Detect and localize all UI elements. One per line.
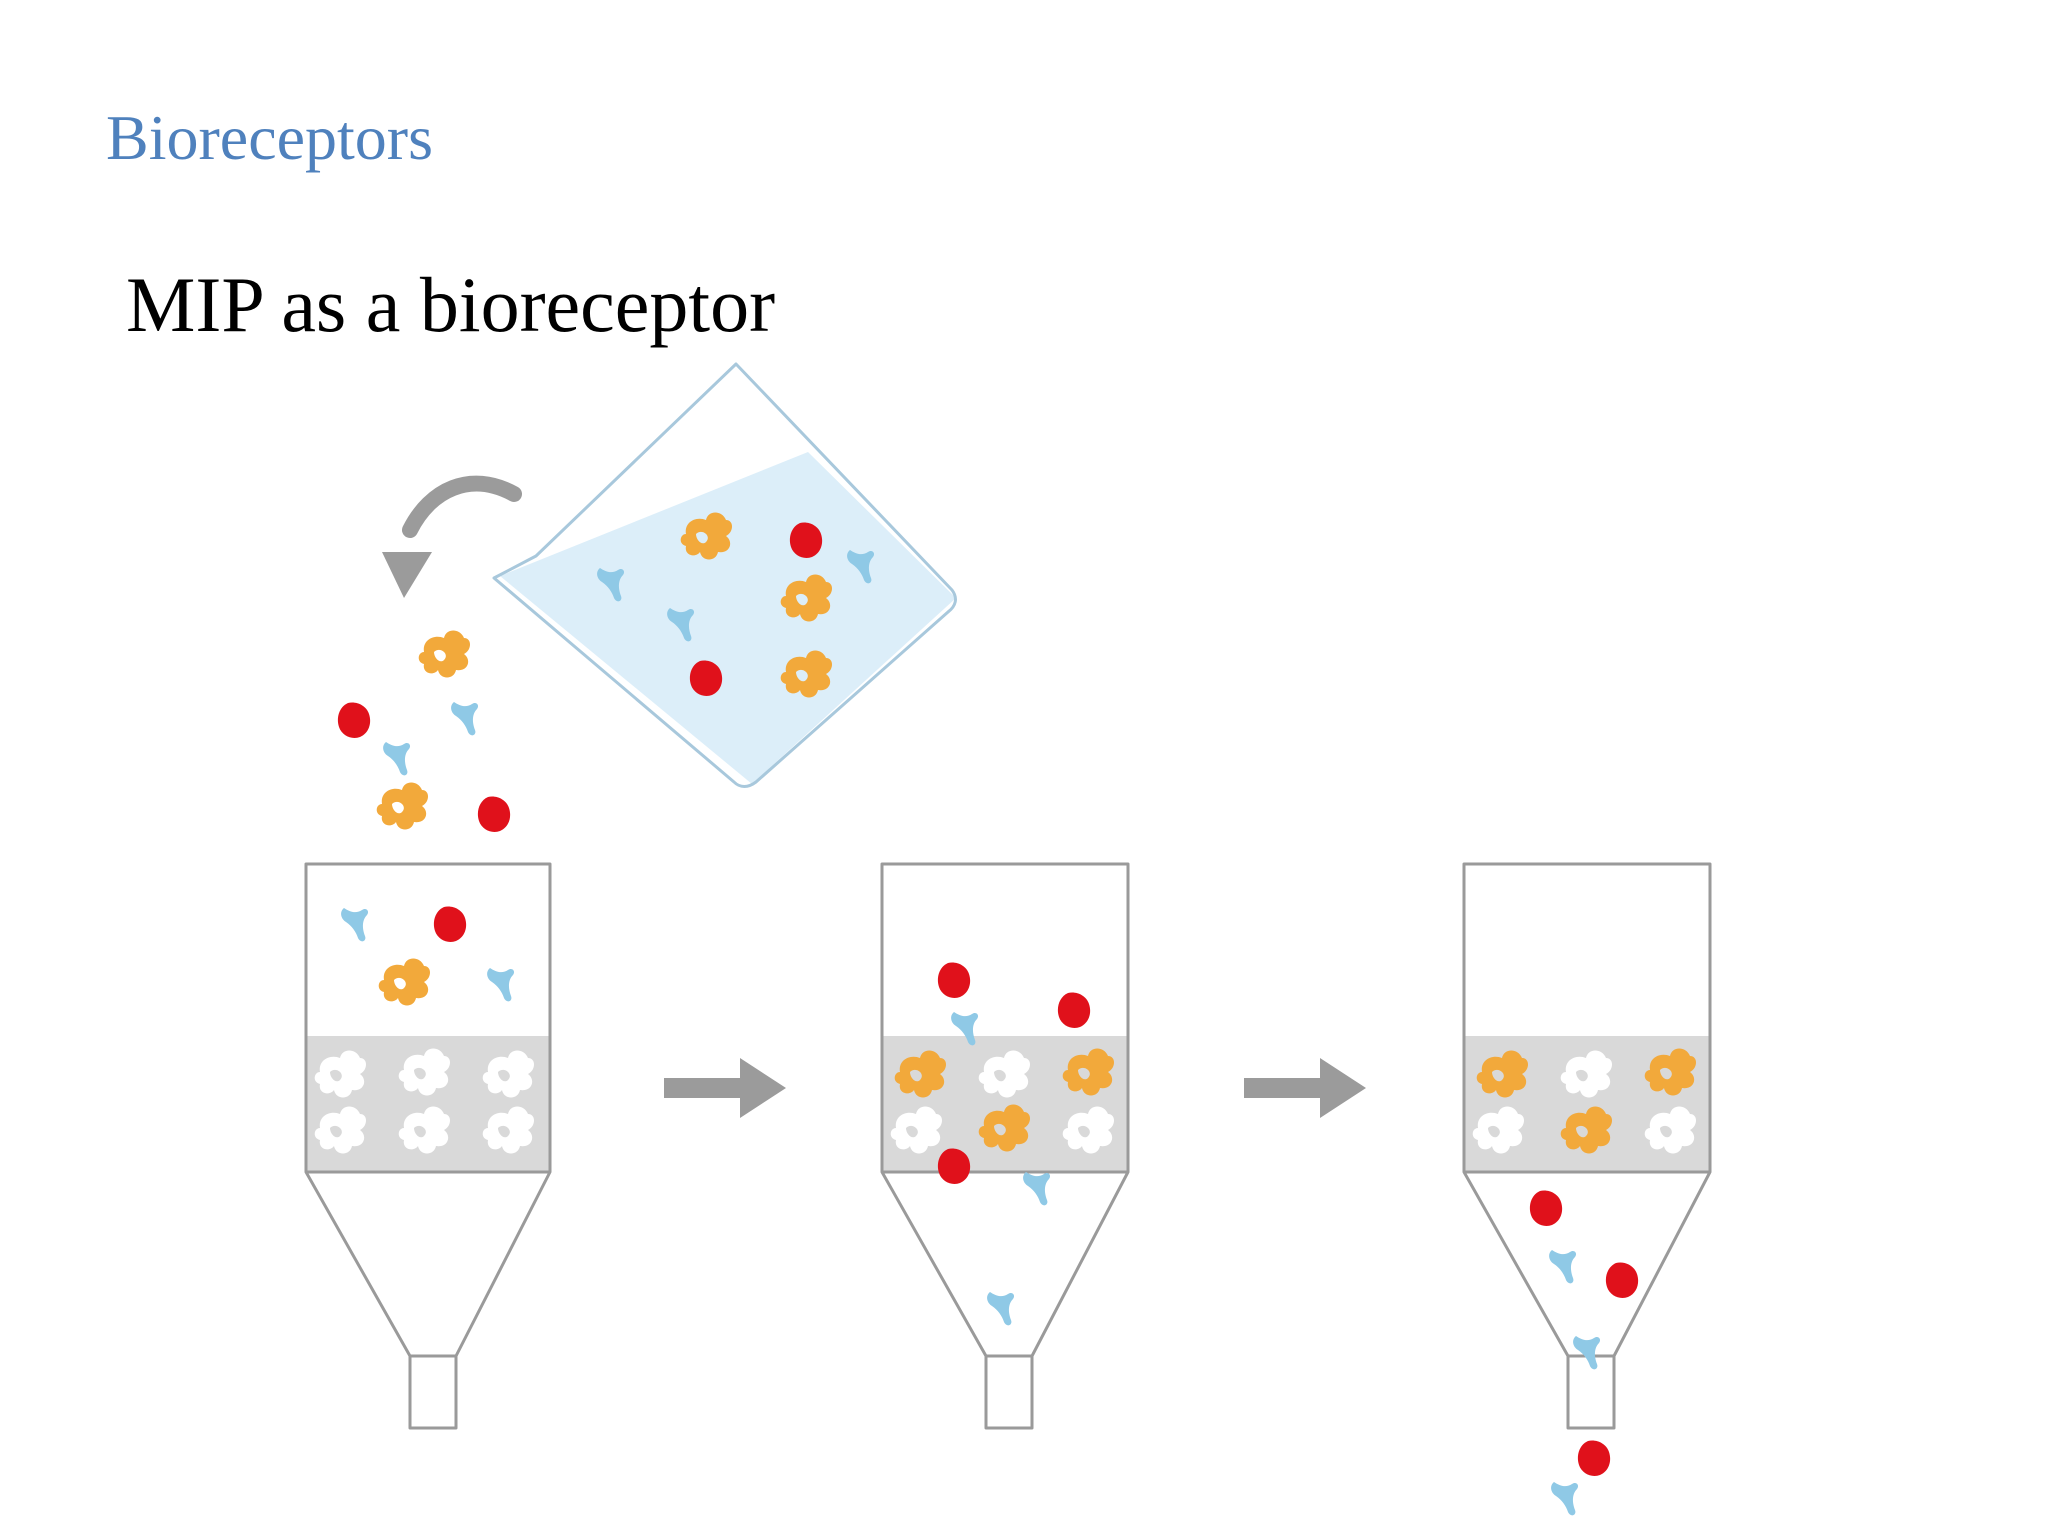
- interferent-molecule-icon: [337, 702, 371, 738]
- pour-arrow: [382, 475, 522, 598]
- interferent-molecule-icon: [1057, 992, 1091, 1028]
- beaker: [492, 362, 957, 788]
- byproduct-molecule-icon: [487, 968, 515, 1002]
- interferent-molecule-icon: [1605, 1262, 1639, 1298]
- template-molecule-icon: [418, 630, 470, 678]
- column-elution: [1462, 862, 1712, 1516]
- template-molecule-icon: [378, 958, 430, 1006]
- interferent-molecule-icon: [1529, 1190, 1563, 1226]
- falling-molecules: [337, 630, 511, 832]
- byproduct-molecule-icon: [1549, 1250, 1577, 1284]
- byproduct-molecule-icon: [1023, 1172, 1051, 1206]
- curved-arrow-icon: [402, 475, 522, 538]
- column-outline: [880, 862, 1130, 1430]
- template-molecule-icon: [376, 782, 428, 830]
- column-outline: [1462, 862, 1712, 1430]
- byproduct-molecule-icon: [1573, 1336, 1601, 1370]
- byproduct-molecule-icon: [1551, 1482, 1579, 1516]
- interferent-molecule-icon: [477, 796, 511, 832]
- column-outline: [304, 862, 552, 1430]
- column-binding: [880, 862, 1130, 1430]
- right-arrow-icon: [1244, 1058, 1366, 1118]
- slide-subtitle: MIP as a bioreceptor: [126, 261, 776, 348]
- interferent-molecule-icon: [1577, 1440, 1611, 1476]
- beaker-liquid: [500, 452, 956, 784]
- byproduct-molecule-icon: [341, 908, 369, 942]
- interferent-molecule-icon: [433, 906, 467, 942]
- interferent-molecule-icon: [937, 962, 971, 998]
- column-loading: [304, 862, 552, 1430]
- slide-heading: Bioreceptors: [106, 102, 433, 173]
- right-arrow-icon: [664, 1058, 786, 1118]
- byproduct-molecule-icon: [451, 702, 479, 736]
- byproduct-molecule-icon: [987, 1292, 1015, 1326]
- step-arrow-2: [1244, 1058, 1366, 1118]
- byproduct-molecule-icon: [383, 742, 411, 776]
- beaker-outline: [492, 362, 957, 788]
- step-arrow-1: [664, 1058, 786, 1118]
